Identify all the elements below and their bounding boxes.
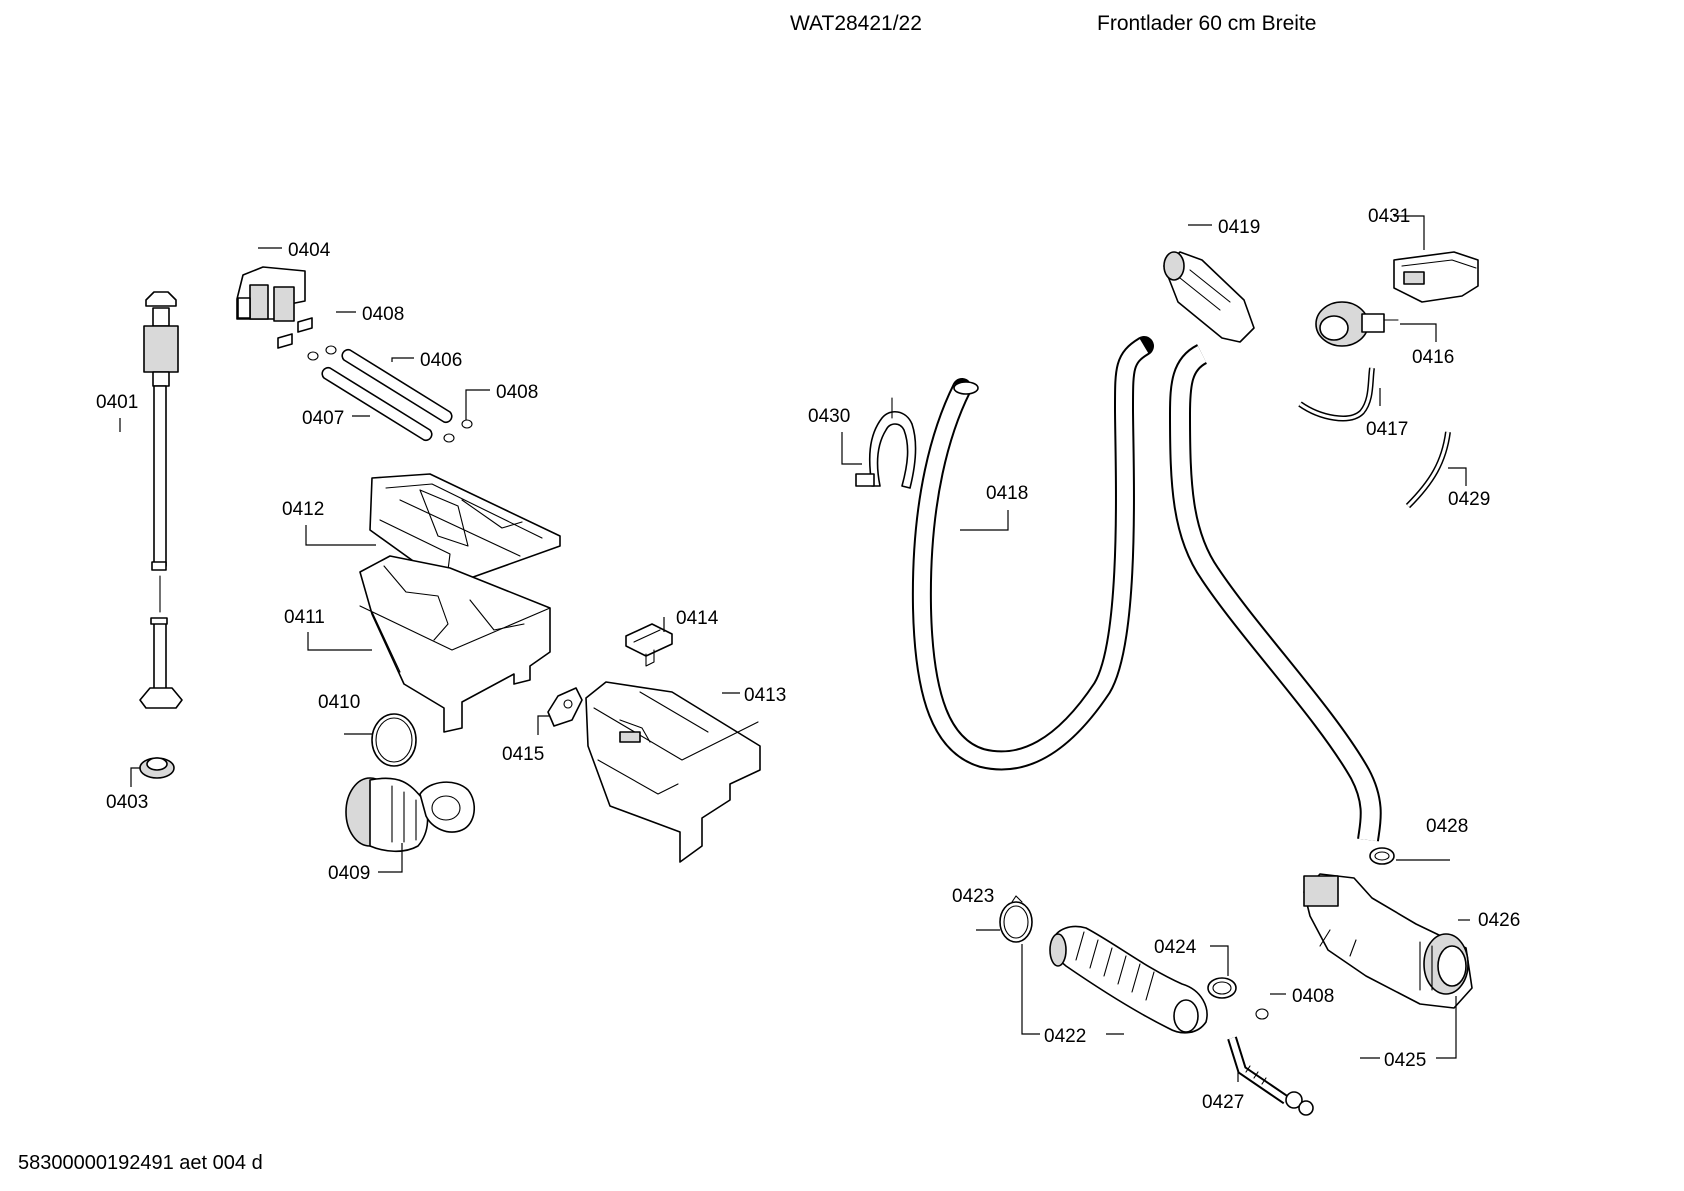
part-label-0430[interactable]: 0430 (808, 406, 850, 427)
model-number: WAT28421/22 (790, 12, 922, 35)
leader-0412 (305, 525, 376, 546)
part-label-0407[interactable]: 0407 (302, 408, 344, 429)
part-0414-siphon-cap[interactable] (625, 623, 673, 667)
part-label-0415[interactable]: 0415 (502, 744, 544, 765)
leader-0431 (1394, 215, 1425, 250)
part-label-0426[interactable]: 0426 (1478, 910, 1520, 931)
part-label-0411[interactable]: 0411 (284, 607, 325, 628)
part-label-0431[interactable]: 0431 (1368, 206, 1410, 227)
part-0426-drain-pump[interactable] (1303, 873, 1473, 1009)
part-label-0422[interactable]: 0422 (1044, 1026, 1086, 1047)
part-label-0425[interactable]: 0425 (1384, 1050, 1426, 1071)
part-label-0408-top[interactable]: 0408 (362, 304, 404, 325)
part-0409-dispenser-bellows[interactable] (345, 777, 475, 853)
part-label-0428[interactable]: 0428 (1426, 816, 1468, 837)
document-code: 58300000192491 aet 004 d (18, 1152, 263, 1174)
part-0411-dispenser-housing[interactable] (359, 555, 551, 733)
part-label-0410[interactable]: 0410 (318, 692, 360, 713)
part-0424-hose-clamp[interactable] (1207, 977, 1237, 999)
part-label-0412[interactable]: 0412 (282, 499, 324, 520)
leader-0409 (378, 843, 403, 873)
leader-0408-mid (465, 389, 490, 420)
part-label-0403[interactable]: 0403 (106, 792, 148, 813)
part-0417-pressure-hose[interactable] (1298, 367, 1375, 422)
part-label-0414[interactable]: 0414 (676, 608, 719, 629)
leader-0415 (537, 715, 550, 735)
part-label-0419[interactable]: 0419 (1218, 217, 1260, 238)
part-label-0423[interactable]: 0423 (952, 886, 994, 907)
part-0406-0407-tubes[interactable] (321, 348, 453, 442)
part-label-0408-mid[interactable]: 0408 (496, 382, 538, 403)
part-label-0413[interactable]: 0413 (744, 685, 786, 706)
part-0410-sealing-ring[interactable] (371, 713, 417, 767)
leader-0403 (130, 767, 140, 787)
part-label-0401[interactable]: 0401 (96, 392, 138, 413)
part-0430-hose-holder[interactable] (855, 397, 917, 489)
leader-0424 (1210, 945, 1229, 976)
part-0415-flap[interactable] (547, 687, 583, 727)
part-label-0427[interactable]: 0427 (1202, 1092, 1244, 1113)
part-0403-filter-strainer[interactable] (139, 757, 175, 779)
part-0429-hose[interactable] (1405, 431, 1451, 509)
leader-0406 (391, 357, 414, 362)
part-label-0408-bottom[interactable]: 0408 (1292, 986, 1334, 1007)
part-label-0409[interactable]: 0409 (328, 863, 370, 884)
part-0423-hose-clamp[interactable] (999, 895, 1033, 943)
part-0428-hose-clamp[interactable] (1369, 847, 1395, 865)
part-label-0406[interactable]: 0406 (420, 350, 462, 371)
leader-0430 (841, 432, 862, 465)
part-label-0416[interactable]: 0416 (1412, 347, 1454, 368)
part-0416-pressure-switch[interactable] (1315, 301, 1399, 347)
leader-0416 (1400, 323, 1437, 342)
part-0404-inlet-valve[interactable] (236, 266, 313, 349)
part-label-0424[interactable]: 0424 (1154, 937, 1197, 958)
part-0401-inlet-hose[interactable] (139, 291, 183, 709)
part-0408-hose-clamp-mid[interactable] (443, 419, 473, 443)
part-label-0417[interactable]: 0417 (1366, 419, 1408, 440)
part-0413-detergent-drawer[interactable] (585, 681, 761, 863)
part-0408-hose-clamp-top[interactable] (307, 345, 337, 361)
leader-0425 (1436, 996, 1457, 1059)
part-0419-connecting-hose[interactable] (1163, 251, 1382, 842)
part-label-0418[interactable]: 0418 (986, 483, 1028, 504)
part-label-0404[interactable]: 0404 (288, 240, 331, 261)
leader-0429 (1448, 467, 1467, 486)
part-0418-drain-hose[interactable] (911, 336, 1154, 771)
part-0422-drain-bellows[interactable] (1049, 925, 1208, 1034)
part-0408-hose-clamp-bottom[interactable] (1255, 1008, 1269, 1020)
part-0431-bracket[interactable] (1393, 251, 1479, 303)
leader-0411 (307, 632, 372, 651)
leader-0422 (1021, 944, 1040, 1035)
leader-0418 (960, 510, 1009, 531)
product-description: Frontlader 60 cm Breite (1097, 12, 1317, 35)
part-label-0429[interactable]: 0429 (1448, 489, 1490, 510)
part-0412-dispenser-top[interactable] (369, 473, 561, 587)
part-0427-drain-tube[interactable] (1227, 1036, 1314, 1116)
